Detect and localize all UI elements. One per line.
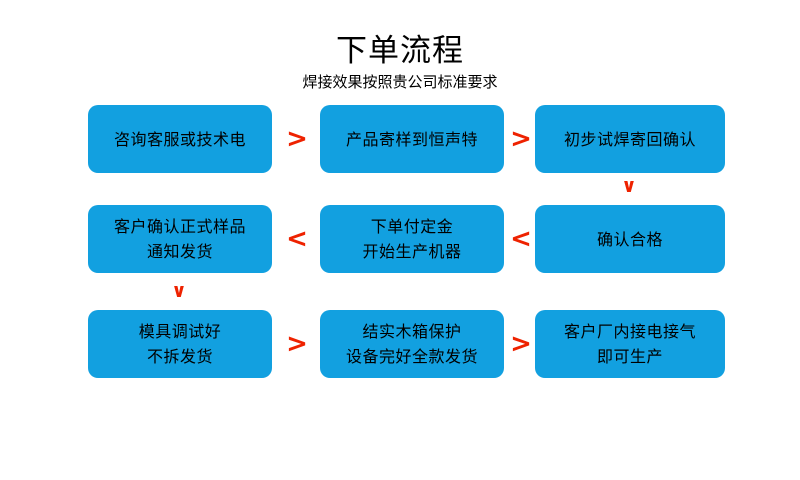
flow-box-line-1: 下单付定金 xyxy=(370,217,454,236)
flow-row-1: 咨询客服或技术电 > 产品寄样到恒声特 > 初步试焊寄回确认 xyxy=(0,105,800,175)
page-title: 下单流程 xyxy=(336,33,464,69)
chart-header: 下单流程 焊接效果按照贵公司标准要求 xyxy=(0,32,800,92)
flow-box-line-2: 通知发货 xyxy=(146,242,213,261)
chevron-right-icon: > xyxy=(286,124,308,154)
flow-box-line-1: 结实木箱保护 xyxy=(362,322,462,341)
flow-box-trial-weld-confirm[interactable]: 初步试焊寄回确认 xyxy=(535,105,725,173)
flow-box-send-sample[interactable]: 产品寄样到恒声特 xyxy=(320,105,504,173)
flow-box-mold-tested[interactable]: 模具调试好 不拆发货 xyxy=(88,310,272,378)
chevron-right-icon: > xyxy=(286,329,308,359)
flow-box-line-1: 咨询客服或技术电 xyxy=(113,129,246,149)
flow-box-customer-confirm-sample[interactable]: 客户确认正式样品 通知发货 xyxy=(88,205,272,273)
flow-box-consult-service[interactable]: 咨询客服或技术电 xyxy=(88,105,272,173)
flow-box-line-2: 即可生产 xyxy=(596,347,663,366)
chevron-right-icon: > xyxy=(510,329,532,359)
flow-box-deposit-production[interactable]: 下单付定金 开始生产机器 xyxy=(320,205,504,273)
flow-box-line-2: 开始生产机器 xyxy=(362,242,462,261)
flow-box-confirm-qualified[interactable]: 确认合格 xyxy=(535,205,725,273)
flow-box-line-2: 不拆发货 xyxy=(146,347,213,366)
chevron-down-icon: ∨ xyxy=(621,175,637,197)
flow-box-line-2: 设备完好全款发货 xyxy=(345,347,478,366)
flow-row-2: 客户确认正式样品 通知发货 < 下单付定金 开始生产机器 < 确认合格 xyxy=(0,205,800,275)
flow-box-line-1: 确认合格 xyxy=(596,229,663,249)
flow-box-line-1: 模具调试好 xyxy=(138,322,222,341)
chevron-right-icon: > xyxy=(510,124,532,154)
flow-box-onsite-power-ready[interactable]: 客户厂内接电接气 即可生产 xyxy=(535,310,725,378)
flow-box-line-1: 初步试焊寄回确认 xyxy=(563,129,696,149)
flow-box-line-1: 产品寄样到恒声特 xyxy=(345,129,478,149)
flow-box-wooden-crate-shipping[interactable]: 结实木箱保护 设备完好全款发货 xyxy=(320,310,504,378)
chevron-left-icon: < xyxy=(510,224,532,254)
page-subtitle: 焊接效果按照贵公司标准要求 xyxy=(302,73,498,91)
chevron-left-icon: < xyxy=(286,224,308,254)
chevron-down-icon: ∨ xyxy=(171,280,187,302)
flow-row-3: 模具调试好 不拆发货 > 结实木箱保护 设备完好全款发货 > 客户厂内接电接气 … xyxy=(0,310,800,380)
flow-box-line-1: 客户厂内接电接气 xyxy=(563,322,696,341)
flow-box-line-1: 客户确认正式样品 xyxy=(113,217,246,236)
